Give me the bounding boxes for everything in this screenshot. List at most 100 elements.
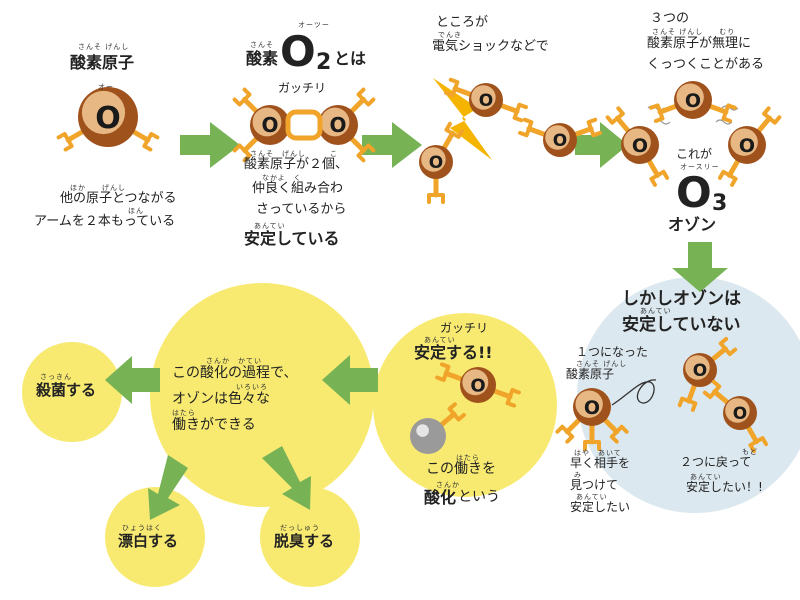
svg-text:O: O: [479, 91, 493, 111]
arrow-diag-left: [148, 455, 188, 520]
ruby-sakkin: さっきん: [40, 373, 72, 381]
lightning-bolt-icon: [433, 78, 492, 160]
ruby-panel7-line1: さんか かてい: [206, 357, 262, 365]
o2-bond-arms: [285, 109, 323, 141]
yellow-circle-hyouhaku: [105, 487, 205, 587]
result-hyouhaku: 漂白する: [118, 532, 179, 550]
panel6-anteisuru: 安定する!!: [414, 343, 493, 362]
svg-text:O: O: [95, 101, 121, 136]
atom-o3-right: O: [717, 106, 782, 187]
svg-text:O: O: [584, 397, 600, 419]
panel6-line2b: という: [458, 489, 500, 505]
panel2-line1: 酸素原子が２個、: [244, 157, 349, 172]
ruby-antei-2: あんてい: [254, 222, 286, 230]
arrow-1: [180, 122, 240, 168]
panel4-ozone: オゾン: [668, 215, 717, 234]
panel4-line1: ３つの: [650, 11, 690, 26]
ruby-back2: あんてい: [690, 473, 722, 481]
grey-atom: [410, 402, 466, 454]
ruby-hon: ほん: [128, 207, 144, 215]
atom-shock-top: O: [444, 77, 528, 123]
panel6-line1: この働きを: [426, 461, 496, 477]
atom-o2-left: O: [232, 87, 290, 163]
arrow-2: [362, 122, 422, 168]
ruby-sanso-genshi-1: さんそ げんし: [78, 43, 130, 51]
ruby-o-two: オーツー: [298, 21, 330, 29]
panel5-back2: 安定したい！!: [686, 480, 763, 494]
svg-text:O: O: [693, 361, 707, 381]
atom-shock-right: O: [518, 117, 602, 157]
svg-text:O: O: [632, 135, 648, 157]
ruby-panel7-line2: いろいろ: [236, 383, 268, 391]
arrow-down: [672, 242, 728, 292]
atom-shock-left: O: [419, 121, 465, 204]
panel5-find1: 早く相手を: [570, 456, 631, 470]
panel4-line2: 酸素原子が無理に: [647, 36, 752, 51]
panel4-big-o: O: [676, 168, 712, 217]
panel3-line2: 電気ショックなどで: [432, 39, 549, 54]
panel4-kore: これが: [676, 147, 713, 161]
arrow-diag-right: [262, 446, 311, 510]
panel2-big-o: O: [280, 27, 316, 76]
atom-pair-bottom: O: [702, 379, 769, 454]
panel2-title-pre: 酸素: [246, 49, 279, 68]
ruby-hoka-genshi: ほか げんし: [70, 184, 126, 192]
ruby-sanka-6: さんか: [436, 481, 460, 489]
svg-text:O: O: [733, 404, 747, 424]
ruby-dasshuu: だっしゅう: [280, 524, 320, 532]
ruby-panel2-line1: さんそ げんし こ: [250, 150, 338, 158]
ruby-denki: でんき: [438, 31, 462, 39]
ruby-antei-5: あんてい: [640, 307, 672, 315]
atom-oxidation-o: O: [435, 362, 521, 408]
ruby-sanso-2: さんそ: [250, 41, 274, 49]
panel2-line2: 仲良く組み合わ: [252, 181, 344, 196]
arrow-left-1: [322, 355, 378, 405]
ruby-o-three: オースリー: [680, 163, 720, 171]
yellow-circle-dasshuu: [260, 487, 360, 587]
svg-text:O: O: [739, 135, 755, 157]
arrow-3: [575, 122, 628, 168]
atom-pair-top: O: [677, 336, 738, 412]
atom-panel1: O: [56, 87, 160, 152]
panel6-line2a: 酸化: [424, 488, 457, 507]
ruby-antei-6: あんてい: [424, 336, 456, 344]
yellow-circle-process: [150, 283, 374, 507]
panel5-single1: １つになった: [576, 345, 649, 359]
panel5-head1: しかしオゾンは: [622, 289, 741, 309]
panel2-gatchiri: ガッチリ: [278, 81, 327, 95]
panel2-line4: 安定している: [244, 229, 340, 248]
panel6-gatchiri: ガッチリ: [440, 321, 489, 335]
svg-text:O: O: [553, 131, 567, 151]
panel3-line1: ところが: [436, 15, 489, 30]
svg-text:O: O: [261, 113, 278, 137]
ruby-panel7-line3: はたら: [172, 409, 196, 417]
svg-text:O: O: [685, 90, 701, 112]
ruby-oh: オー: [98, 83, 114, 91]
atom-o3-left: O: [605, 106, 670, 187]
panel1-title: 酸素原子: [70, 53, 135, 72]
yellow-circle-sakkin: [22, 342, 122, 442]
atom-o3-top: O: [649, 81, 737, 123]
panel4-line3: くっつくことがある: [647, 57, 765, 72]
ruby-single2: さんそ げんし: [576, 360, 628, 368]
panel4-subscript-3: 3: [712, 191, 728, 216]
panel2-line3: さっているから: [256, 202, 347, 217]
svg-text:O: O: [429, 153, 443, 173]
panel2-title-post: とは: [334, 49, 367, 68]
panel7-line1: この酸化の過程で、: [172, 365, 298, 381]
ruby-panel2-line2: なかよ く: [262, 174, 302, 182]
panel5-single2: 酸素原子: [566, 367, 615, 381]
ruby-back1: もど: [742, 448, 758, 456]
panel5-back1: ２つに戻って: [680, 455, 752, 469]
result-dasshuu: 脱臭する: [274, 532, 335, 550]
result-sakkin: 殺菌する: [36, 381, 97, 399]
pointer-squiggle: [611, 379, 657, 406]
panel5-head2: 安定していない: [622, 315, 741, 335]
panel7-line3: 働きができる: [172, 417, 256, 433]
svg-text:O: O: [329, 113, 346, 137]
panel2-subscript-2: 2: [316, 50, 332, 75]
ruby-hatara-6: はたら: [456, 454, 480, 462]
